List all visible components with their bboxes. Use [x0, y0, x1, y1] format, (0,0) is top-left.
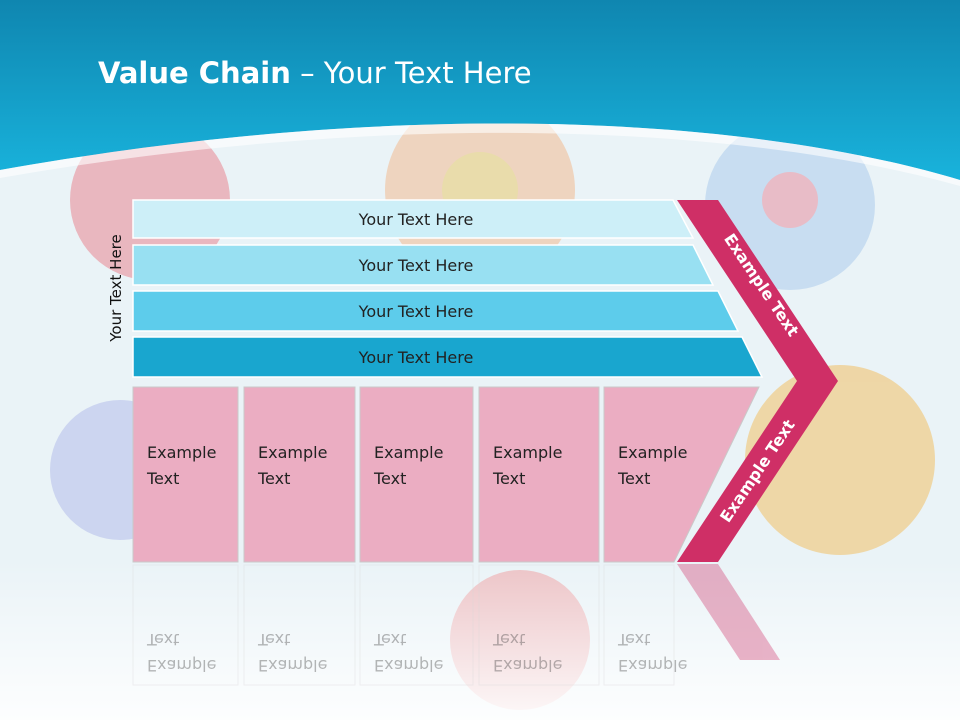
activity-box-label: Text [373, 469, 406, 488]
value-band-label: Your Text Here [358, 210, 474, 229]
activity-box-label: Example [147, 443, 216, 462]
reflection-label: Text [373, 630, 406, 649]
reflection-box [359, 564, 474, 686]
value-band-2 [132, 244, 715, 286]
chevron-arrow [677, 200, 838, 562]
reflection-box [132, 564, 239, 686]
reflection-label: Example [618, 656, 687, 675]
header-band [0, 0, 960, 180]
value-band-3 [132, 290, 740, 332]
activity-box-label: Text [146, 469, 179, 488]
reflection-box [243, 564, 356, 686]
activity-box-label: Example [493, 443, 562, 462]
activity-box-4 [478, 386, 600, 563]
reflection-box [478, 564, 600, 686]
value-band-4 [132, 336, 764, 378]
activity-box-label: Text [257, 469, 290, 488]
activity-box-5 [603, 386, 760, 563]
reflection-label: Example [493, 656, 562, 675]
reflection-label: Example [374, 656, 443, 675]
value-band-label: Your Text Here [358, 256, 474, 275]
reflection-label: Text [257, 630, 290, 649]
chevron-reflection [677, 564, 780, 660]
activity-box-3 [359, 386, 474, 563]
activity-box-label: Example [618, 443, 687, 462]
activity-box-1 [132, 386, 239, 563]
reflection-box [603, 564, 675, 686]
reflection-label: Example [258, 656, 327, 675]
value-band-label: Your Text Here [358, 302, 474, 321]
page-title: Value Chain – Your Text Here [98, 56, 532, 90]
reflection-label: Text [492, 630, 525, 649]
reflection-label: Text [146, 630, 179, 649]
reflection-label: Example [147, 656, 216, 675]
value-band-1 [132, 199, 695, 239]
activity-box-2 [243, 386, 356, 563]
value-band-label: Your Text Here [358, 348, 474, 367]
activity-box-label: Example [374, 443, 443, 462]
reflection-label: Text [617, 630, 650, 649]
activity-box-label: Text [492, 469, 525, 488]
activity-box-label: Example [258, 443, 327, 462]
activity-box-label: Text [617, 469, 650, 488]
